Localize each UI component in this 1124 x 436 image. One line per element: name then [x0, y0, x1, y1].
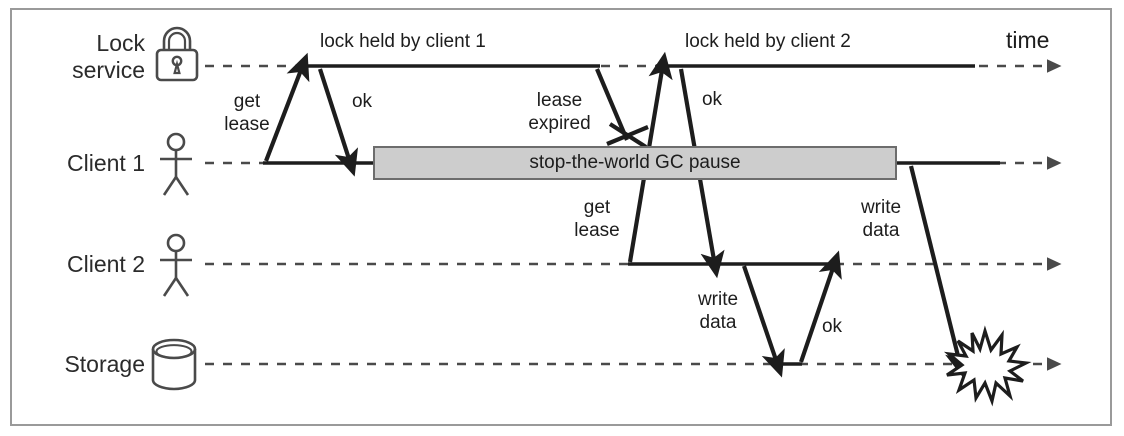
arrow-write-data-client-2 [742, 265, 785, 378]
header-lock-held-client-2: lock held by client 2 [685, 31, 851, 52]
time-axis-label: time [1006, 27, 1050, 53]
message-label-write-data-client-1-line1: write [860, 197, 902, 218]
lane-label-client-2: Client 2 [30, 251, 145, 278]
message-label-lease-expired-line1: lease [536, 90, 583, 111]
lane-label-client-1: Client 1 [30, 150, 145, 177]
figure-border [10, 8, 1112, 426]
gc-pause-label: stop-the-world GC pause [529, 152, 741, 173]
message-label-get-lease-2-line2: lease [574, 220, 620, 242]
message-label-write-data-client-2-line1: write [697, 289, 739, 310]
lane-label-lock-service: Lock service [30, 30, 145, 84]
message-label-get-lease-1-line1: get [233, 91, 261, 112]
stick-figure-icon [160, 132, 192, 196]
message-label-ok-2-line1: ok [701, 89, 723, 110]
message-label-get-lease-2: get lease [562, 196, 632, 242]
message-label-get-lease-1-line2: lease [224, 114, 270, 136]
message-label-write-data-client-1: write data [846, 196, 916, 242]
lane-label-client-1-line1: Client 1 [67, 150, 145, 176]
arrow-ok-storage [799, 250, 842, 363]
message-label-write-data-client-2: write data [683, 288, 753, 334]
lane-label-lock-service-line2: service [72, 57, 145, 84]
lane-label-client-2-line1: Client 2 [67, 251, 145, 277]
message-label-ok-1: ok [342, 90, 382, 113]
lane-label-storage: Storage [20, 351, 145, 378]
arrow-ok-1 [318, 68, 359, 177]
padlock-icon [155, 26, 199, 82]
gc-pause-box: stop-the-world GC pause [373, 146, 897, 180]
message-label-ok-storage: ok [812, 315, 852, 338]
message-label-get-lease-1: get lease [212, 90, 282, 136]
lane-label-lock-service-line1: Lock [96, 30, 145, 56]
message-label-get-lease-2-line1: get [583, 197, 611, 218]
message-label-ok-2: ok [692, 88, 732, 111]
message-label-ok-storage-line1: ok [821, 316, 843, 337]
message-label-lease-expired: lease expired [512, 89, 607, 135]
arrow-write-data-client-1 [908, 165, 969, 378]
lane-label-storage-line1: Storage [64, 351, 145, 377]
message-label-write-data-client-2-line2: data [699, 312, 737, 334]
database-cylinder-icon [151, 338, 197, 391]
message-label-lease-expired-line2: expired [528, 113, 591, 135]
message-label-ok-1-line1: ok [351, 91, 373, 112]
stick-figure-icon [160, 233, 192, 297]
lease-expired-cross-icon [606, 122, 649, 149]
arrow-lease-expired [595, 68, 629, 141]
conflict-starburst-icon [943, 325, 1032, 407]
message-label-write-data-client-1-line2: data [862, 220, 900, 242]
arrow-get-lease-1 [264, 52, 310, 162]
header-lock-held-client-1: lock held by client 1 [320, 31, 486, 52]
